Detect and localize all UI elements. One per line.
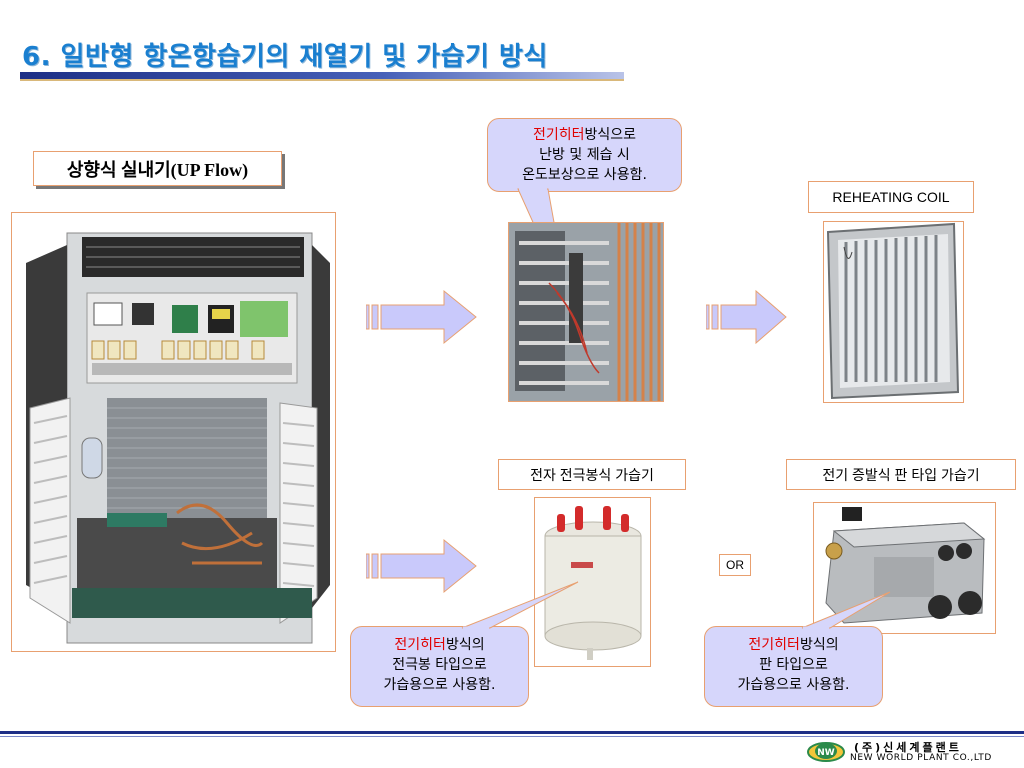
callout-reheater: 전기히터방식으로 난방 및 제습 시 온도보상으로 사용함. (487, 118, 682, 192)
arrow-right-bottom (366, 538, 478, 594)
page-title: 6. 일반형 항온항습기의 재열기 및 가습기 방식 (22, 42, 548, 72)
footer-rule-thin (0, 736, 1024, 737)
callout-pan-text2: 판 타입으로 (759, 657, 828, 673)
electrode-humidifier-label: 전자 전극봉식 가습기 (498, 459, 686, 490)
callout-electrode: 전기히터방식의 전극봉 타입으로 가습용으로 사용함. (350, 626, 529, 707)
reheating-coil-label: REHEATING COIL (808, 181, 974, 213)
callout-pan-text1: 방식의 (799, 637, 839, 653)
callout-reheater-text3: 온도보상으로 사용함. (522, 167, 647, 183)
electrode-humidifier-illustration (535, 498, 650, 666)
callout-pan-highlight: 전기히터 (748, 637, 800, 653)
callout-pan: 전기히터방식의 판 타입으로 가습용으로 사용함. (704, 626, 883, 707)
title-underline (20, 72, 624, 79)
arrow-right-top-1 (366, 289, 478, 345)
company-name-korean: (주)신세계플랜트 (854, 741, 962, 754)
callout-electrode-text2: 전극봉 타입으로 (392, 657, 487, 673)
indoor-unit-illustration (26, 232, 330, 644)
callout-pan-pointer (801, 591, 891, 630)
pan-humidifier-photo (813, 502, 996, 634)
reheater-illustration (509, 223, 663, 401)
callout-pan-text3: 가습용으로 사용함. (737, 677, 850, 693)
reheating-coil-illustration (824, 222, 963, 402)
company-logo-text: NW (817, 748, 835, 758)
title-underline-shadow (20, 79, 624, 81)
pan-humidifier-label: 전기 증발식 판 타입 가습기 (786, 459, 1016, 490)
callout-electrode-text3: 가습용으로 사용함. (383, 677, 496, 693)
indoor-unit-photo (11, 212, 336, 652)
callout-electrode-text1: 방식의 (445, 637, 485, 653)
or-label: OR (719, 554, 751, 576)
callout-electrode-highlight: 전기히터 (394, 637, 446, 653)
footer-rule (0, 731, 1024, 734)
reheating-coil-photo (823, 221, 964, 403)
callout-reheater-text2: 난방 및 제습 시 (539, 147, 630, 163)
callout-electrode-pointer (461, 581, 579, 630)
callout-reheater-highlight: 전기히터 (532, 127, 585, 143)
company-name-english: NEW WORLD PLANT CO.,LTD (850, 753, 992, 763)
electrode-humidifier-photo (534, 497, 651, 667)
upflow-label: 상향식 실내기(UP Flow) (33, 151, 282, 186)
arrow-right-top-2 (706, 289, 788, 345)
reheater-photo (508, 222, 664, 402)
callout-reheater-text1: 방식으로 (584, 127, 637, 143)
pan-humidifier-illustration (814, 503, 995, 633)
company-logo: NW (807, 742, 845, 762)
